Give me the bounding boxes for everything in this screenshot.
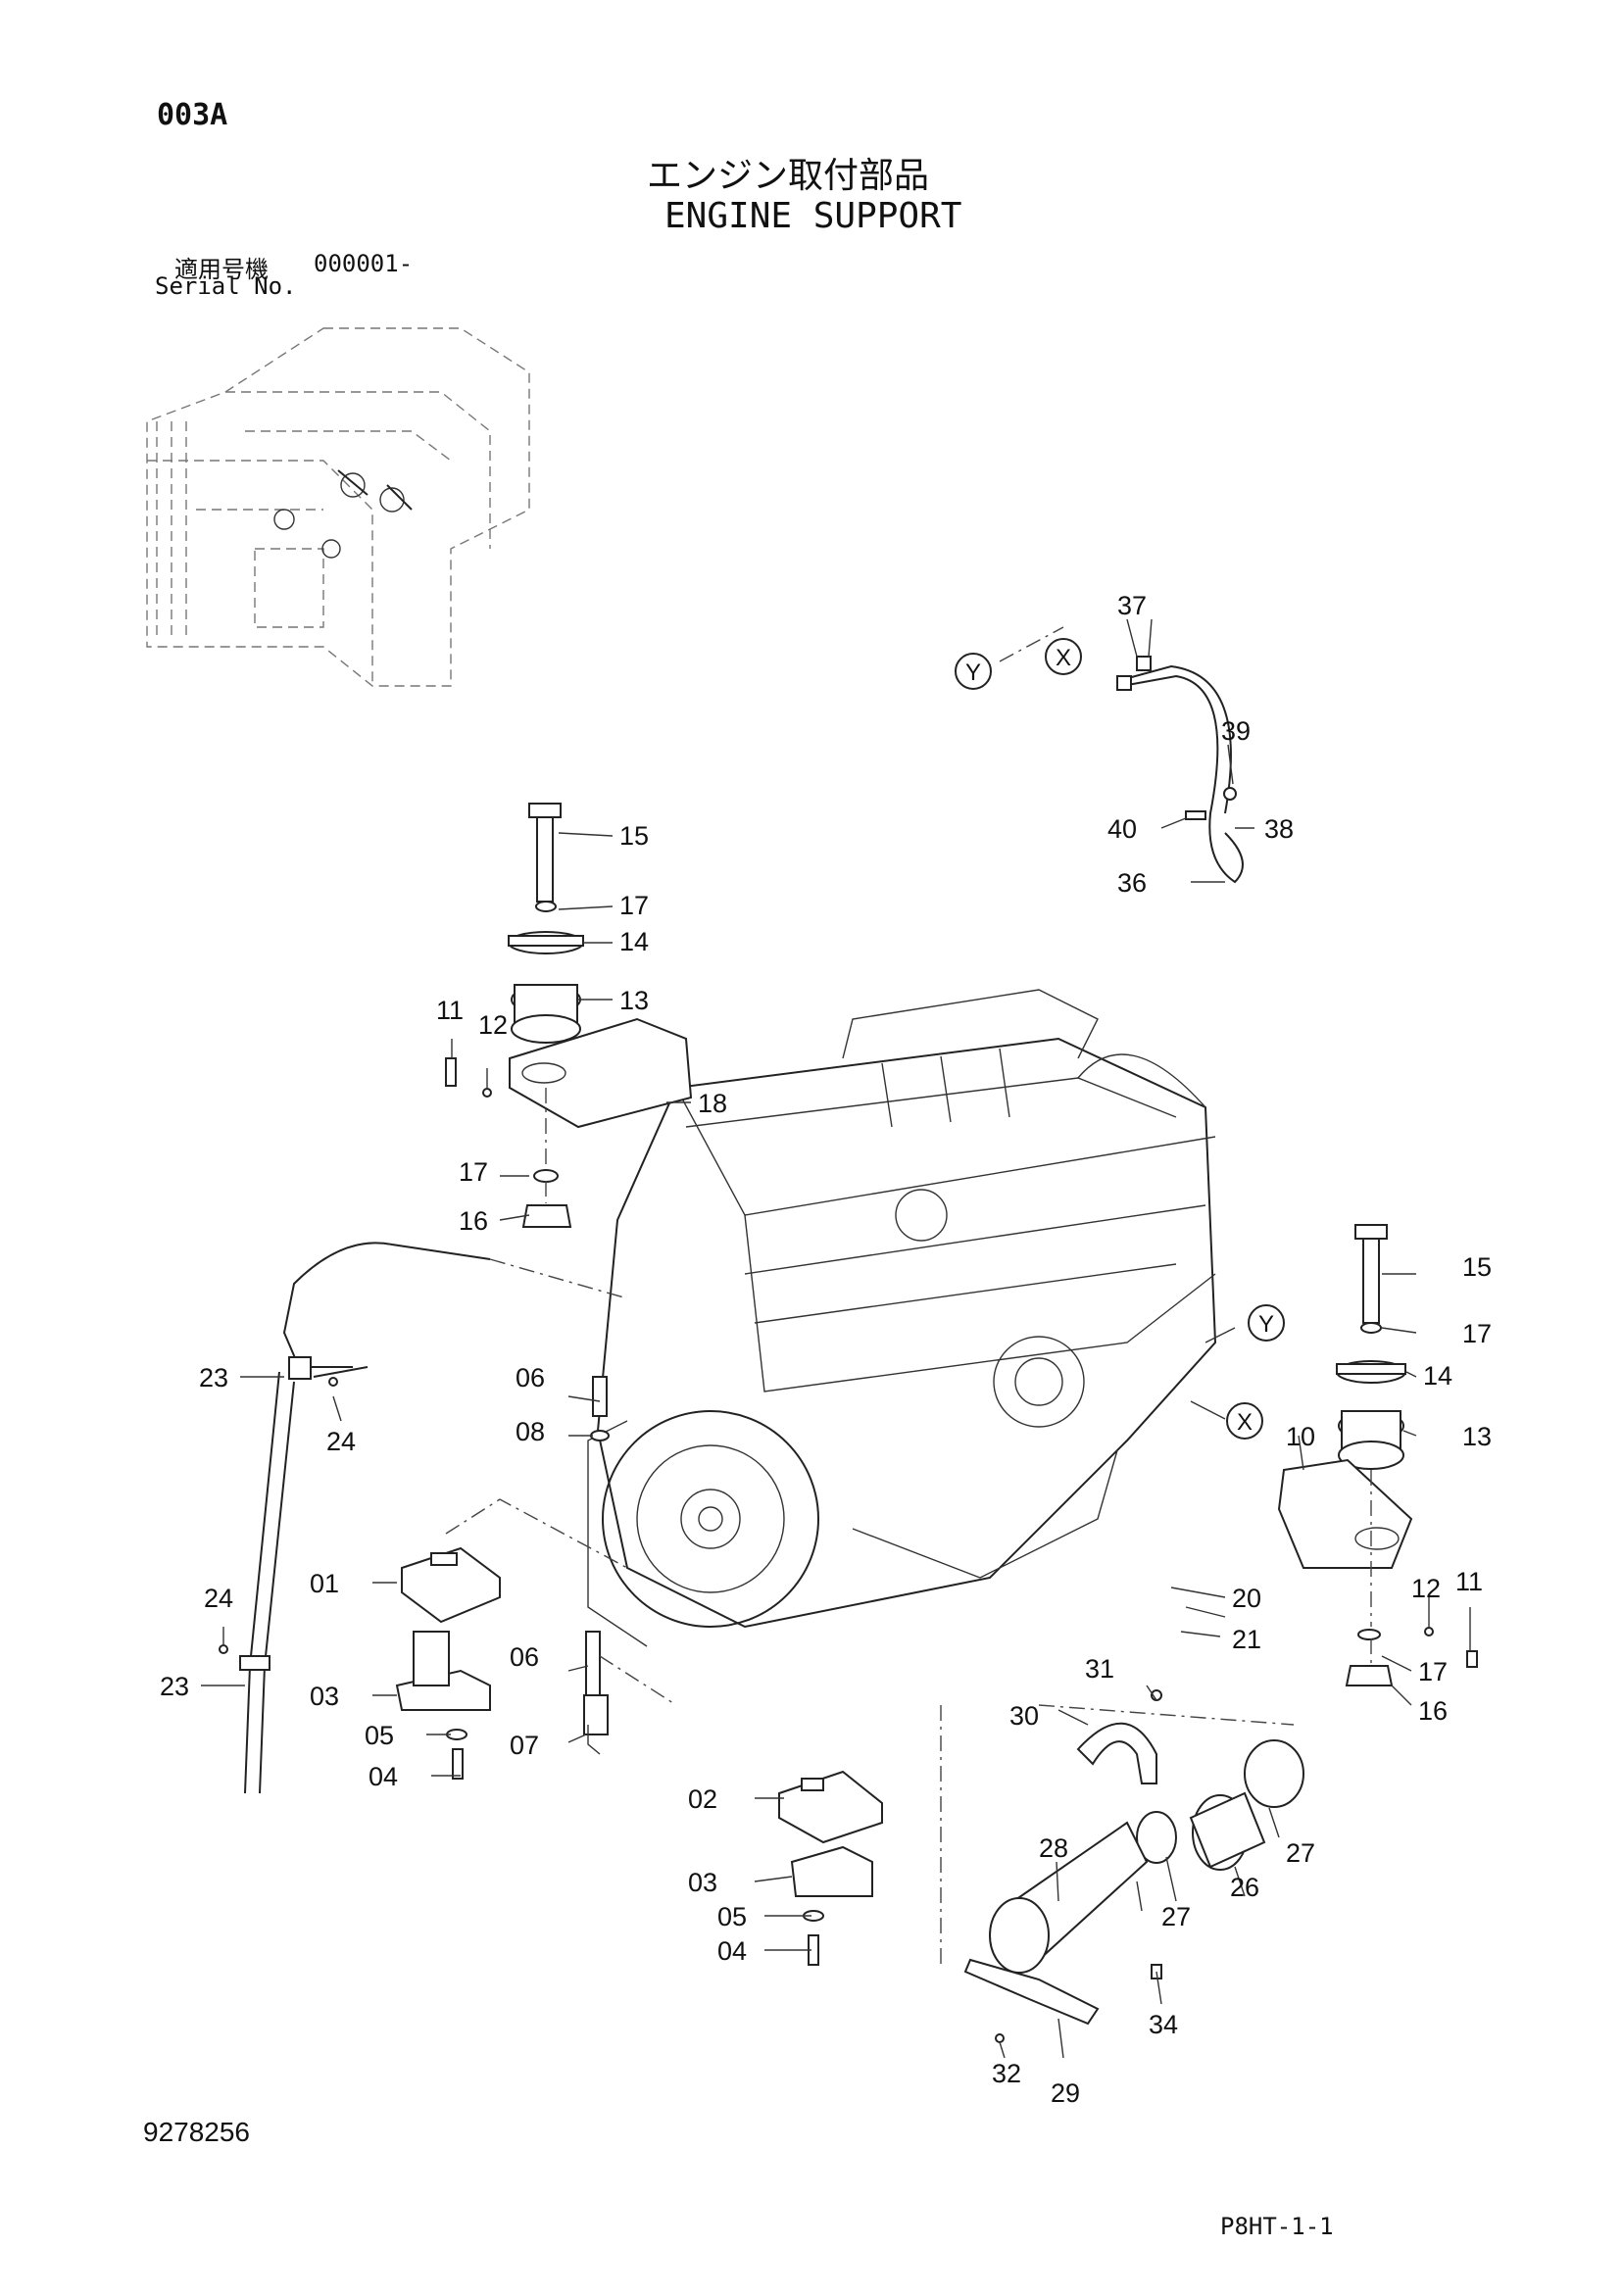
serial-label-japanese: 適用号機 [174,256,269,283]
document-number: 9278256 [143,2117,251,2147]
callout-37: 37 [1117,591,1147,620]
callout-24: 24 [326,1427,356,1456]
reference-marker-y-engine: Y [1248,1304,1285,1342]
callout-40: 40 [1107,814,1137,844]
callout-26: 26 [1230,1873,1259,1902]
callout-17: 17 [619,891,649,920]
machine-locator-thumbnail [146,327,530,687]
callout-15b: 15 [1462,1252,1492,1282]
callout-11: 11 [436,996,464,1025]
callout-17c: 17 [1462,1319,1492,1348]
callout-16b: 16 [1418,1696,1448,1726]
callout-10: 10 [1286,1422,1315,1451]
callout-05b: 05 [717,1902,747,1931]
callout-05: 05 [365,1721,394,1750]
harness-assembly [999,626,1244,884]
callout-32: 32 [992,2059,1021,2088]
callout-30: 30 [1009,1701,1039,1731]
marker-y-label: Y [965,659,981,686]
drain-hose [219,1242,628,1794]
callout-01: 01 [310,1569,339,1598]
exhaust-assembly [940,1689,1304,2043]
callout-08: 08 [516,1417,545,1446]
page-code: P8HT-1-1 [1220,2213,1334,2240]
reference-marker-y-top: Y [955,653,992,690]
callout-20: 20 [1232,1584,1261,1613]
callout-17d: 17 [1418,1657,1448,1686]
callout-34: 34 [1149,2010,1178,2039]
callout-04b: 04 [717,1936,747,1966]
callout-39: 39 [1221,716,1251,746]
callout-27b: 27 [1161,1902,1191,1931]
callout-04: 04 [369,1762,398,1791]
marker-x-label: X [1056,645,1071,671]
callout-03: 03 [310,1682,339,1711]
page-title-japanese: エンジン取付部品 [647,156,930,196]
callout-13: 13 [619,986,649,1015]
callout-31: 31 [1085,1654,1114,1684]
callout-labels: 15 17 14 13 11 12 18 17 16 15 17 14 13 1… [160,591,1492,2108]
callout-11b: 11 [1455,1567,1483,1596]
callout-02: 02 [688,1784,717,1814]
leader-lines [201,618,1471,2059]
callout-27: 27 [1286,1838,1315,1868]
left-mount-assembly [445,803,693,1228]
marker-y-label-2: Y [1258,1311,1274,1338]
right-mount-assembly [1277,1224,1478,1686]
callout-23: 23 [199,1363,228,1392]
callout-36: 36 [1117,868,1147,898]
front-mount-assembly [395,1376,883,1966]
callout-38: 38 [1264,814,1294,844]
engine-block [587,989,1217,1647]
callout-16: 16 [459,1206,488,1236]
callout-15: 15 [619,821,649,851]
callout-14b: 14 [1423,1361,1452,1391]
callout-23b: 23 [160,1672,189,1701]
callout-17b: 17 [459,1157,488,1187]
callout-24b: 24 [204,1584,233,1613]
sheet-id: 003A [157,98,228,132]
callout-29: 29 [1051,2078,1080,2108]
callout-14: 14 [619,927,649,956]
reference-marker-x-top: X [1045,638,1082,675]
callout-06b: 06 [510,1642,539,1672]
callout-12: 12 [478,1010,508,1040]
callout-28: 28 [1039,1833,1068,1863]
callout-03b: 03 [688,1868,717,1897]
page-title: ENGINE SUPPORT [664,196,962,236]
serial-number-value: 000001- [314,250,414,277]
callout-12b: 12 [1411,1574,1441,1603]
callout-21: 21 [1232,1625,1261,1654]
callout-06: 06 [516,1363,545,1392]
serial-label: Serial No. [155,272,297,300]
callout-07: 07 [510,1731,539,1760]
marker-x-label-2: X [1237,1409,1253,1436]
reference-marker-x-engine: X [1226,1402,1263,1440]
callout-13b: 13 [1462,1422,1492,1451]
callout-18: 18 [698,1089,727,1118]
